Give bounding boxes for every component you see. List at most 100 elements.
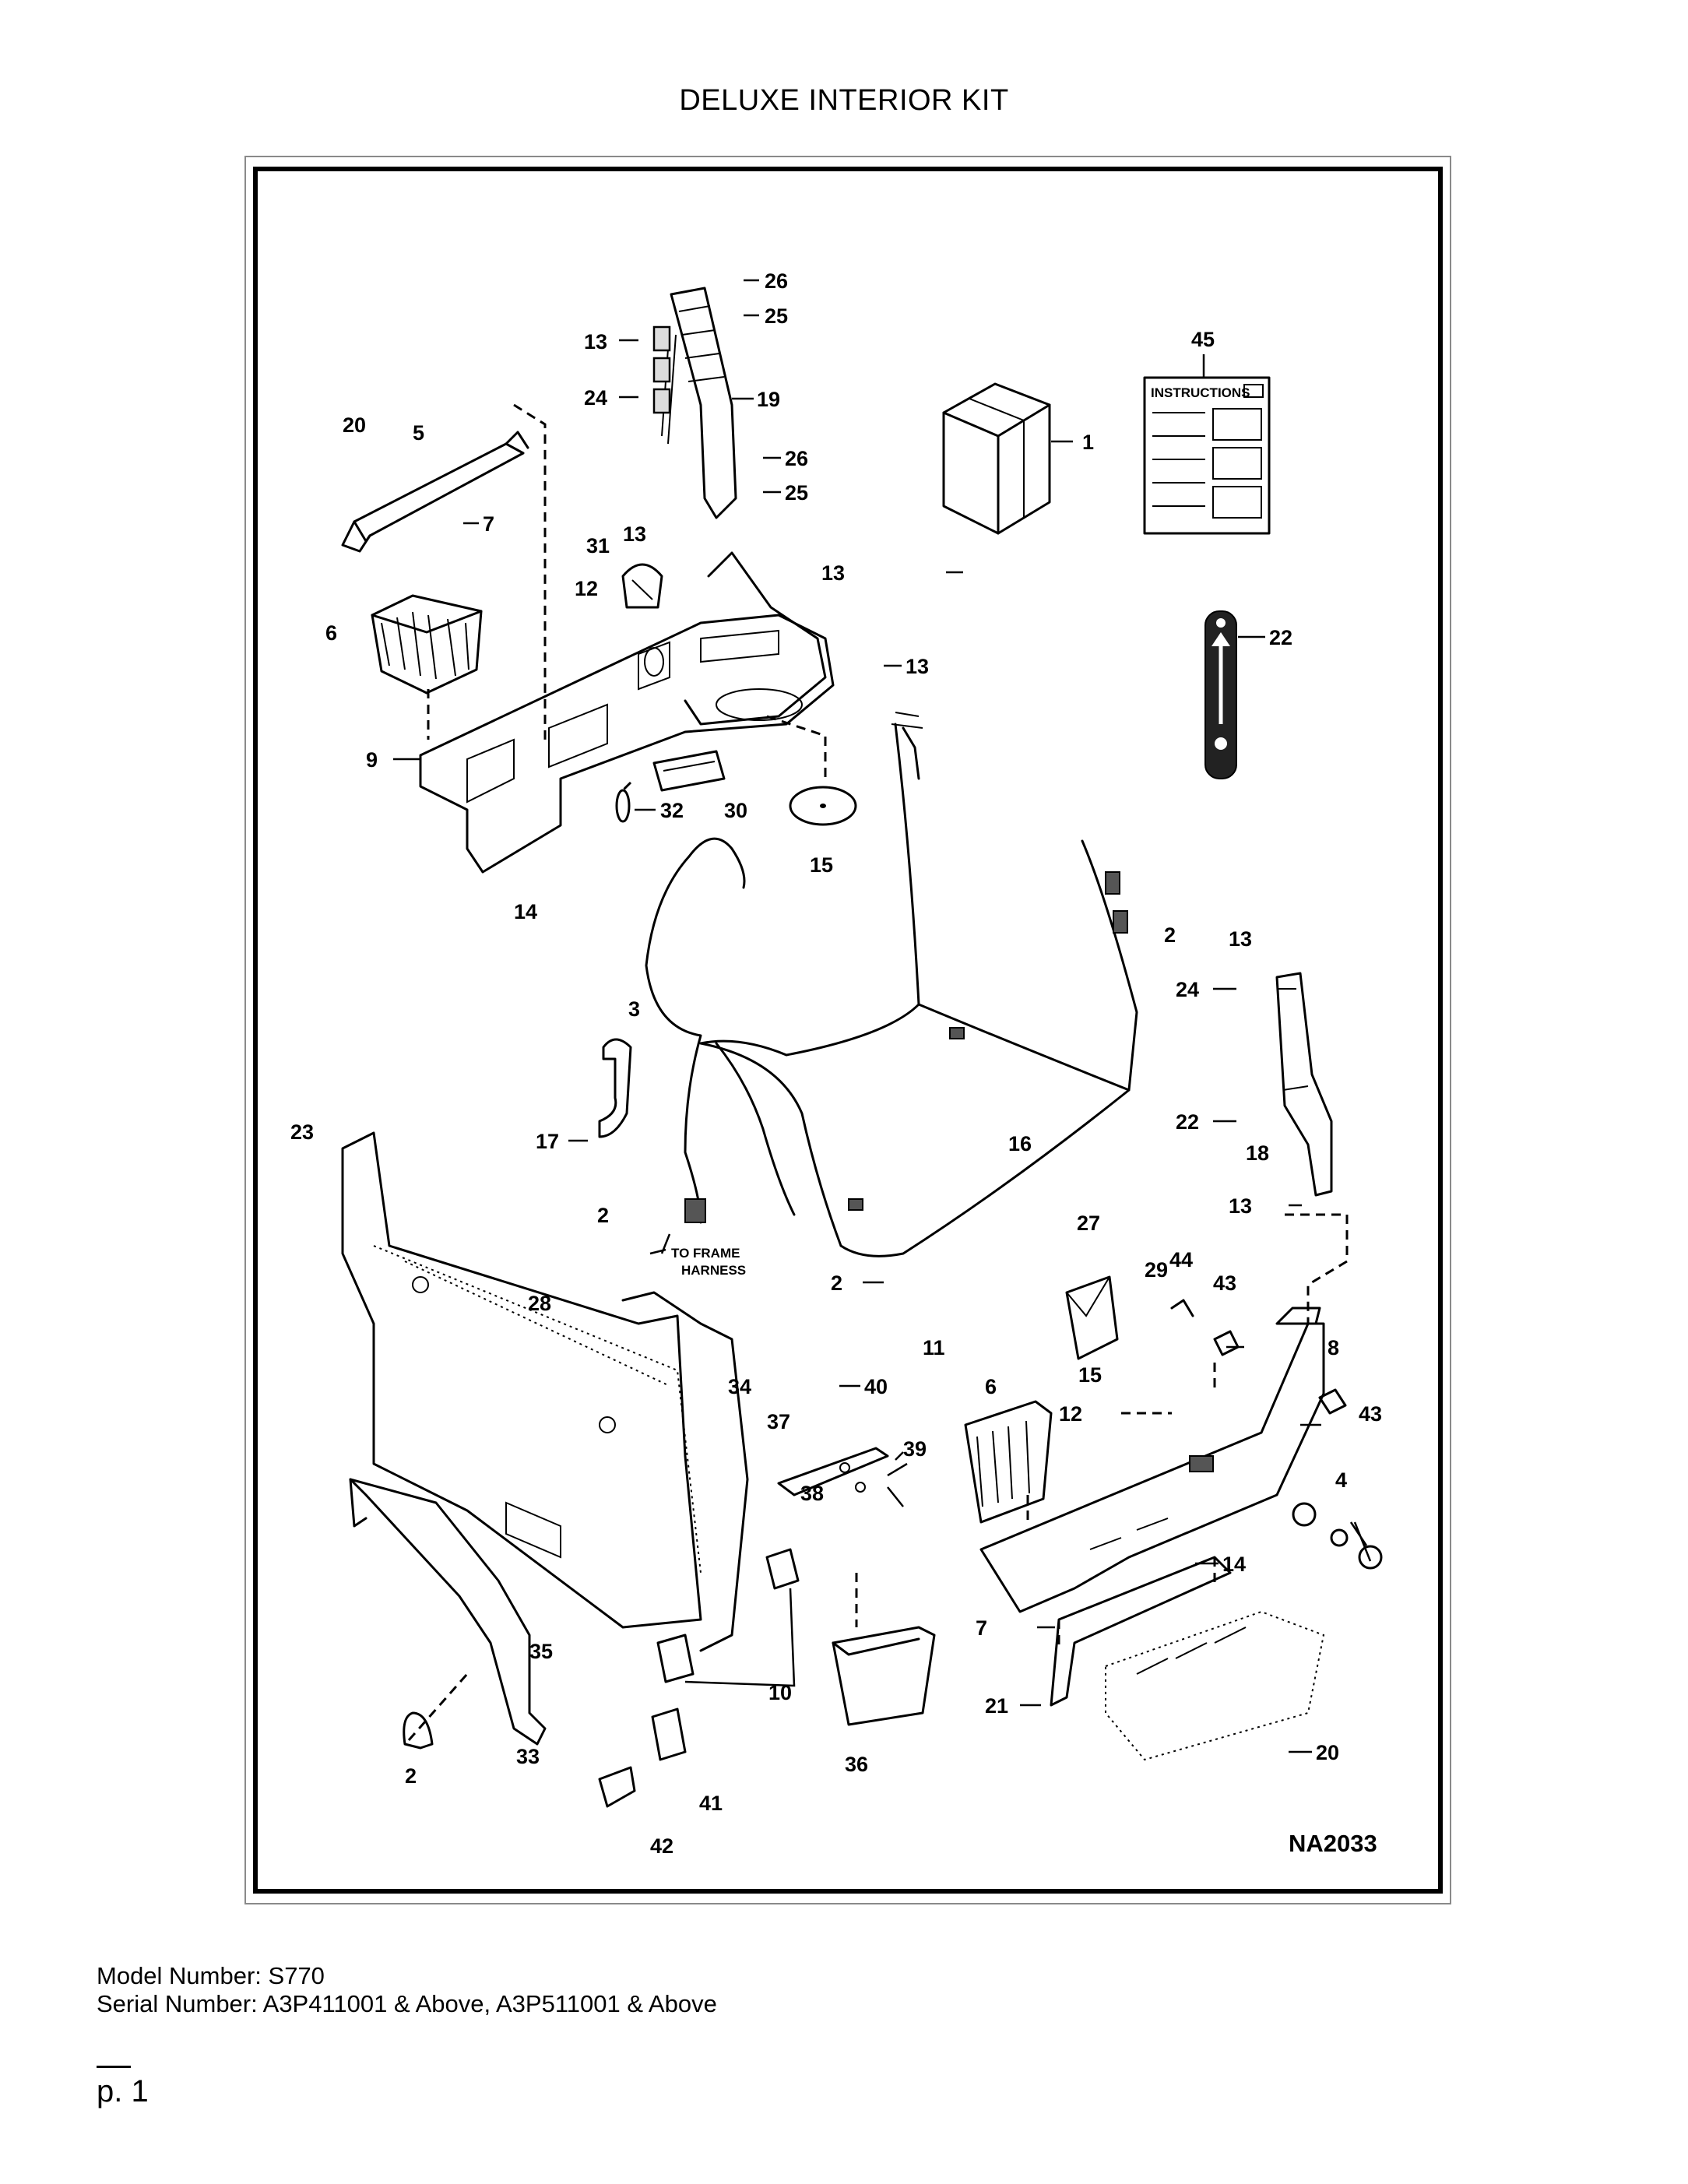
callout: 15 [810,853,833,877]
callout: 5 [413,421,424,445]
page-number-rule [97,2066,131,2068]
part-27-cupholder [1065,1275,1119,1360]
callout: 34 [728,1375,751,1398]
model-number: Model Number: S770 [97,1962,325,1989]
callout: 38 [800,1482,824,1505]
callout: 33 [516,1745,540,1768]
callout: 45 [1191,328,1215,351]
part-17-duct [598,1038,632,1138]
callout: 19 [757,388,780,411]
part-16-wire-harness [645,712,1138,1257]
callout: 20 [1316,1741,1339,1764]
part-1-box [942,382,1051,535]
callout: 12 [575,577,598,600]
page-number: p. 1 [97,2074,149,2108]
callout: 13 [584,330,607,353]
harness-note-line1: TO FRAME [671,1246,740,1261]
callout: 2 [597,1204,609,1227]
callout: 7 [976,1616,987,1640]
page-title: DELUXE INTERIOR KIT [679,84,1009,117]
callout: 18 [1246,1141,1269,1165]
callout: 20 [343,413,366,437]
callout: 29 [1145,1258,1168,1282]
callout: 13 [906,655,929,678]
callout-labels: 26 25 13 24 19 26 25 45 1 20 5 7 31 13 1… [290,269,1382,1858]
callout: 6 [325,621,337,645]
callout: 43 [1213,1271,1236,1295]
callout: 8 [1328,1336,1339,1359]
callout: 13 [1229,1194,1252,1218]
leader-lines [393,279,1372,1753]
part-9-console [419,551,835,874]
part-30-grille [652,750,726,792]
callout: 16 [1008,1132,1032,1155]
part-2-clamp-lower [403,1711,434,1750]
part-6-bin-right [964,1400,1053,1524]
small-hardware [1170,1299,1383,1570]
part-45-instructions-sheet: INSTRUCTIONS [1143,376,1271,535]
diagram-reference-code: NA2033 [1289,1830,1377,1857]
callout: 7 [483,512,494,536]
callout: 11 [923,1336,945,1359]
callout: 40 [864,1375,888,1398]
serial-number: Serial Number: A3P411001 & Above, A3P511… [97,1990,717,2017]
callout: 30 [724,799,747,822]
callout: 25 [785,481,808,505]
callout: 6 [985,1375,997,1398]
callout: 12 [1059,1402,1082,1426]
callout: 36 [845,1753,868,1776]
callout: 2 [405,1764,417,1788]
callout: 13 [623,522,646,546]
callout: 15 [1078,1363,1102,1387]
callout: 44 [1169,1248,1193,1271]
callout: 26 [785,447,808,470]
callout: 26 [765,269,788,293]
callout: 17 [536,1130,559,1153]
callout: 2 [831,1271,842,1295]
callout: 39 [903,1437,927,1461]
part-37-bracket [777,1447,889,1496]
callout: 4 [1335,1468,1347,1492]
callout: 13 [821,561,845,585]
callout: 31 [586,534,610,557]
instructions-label: INSTRUCTIONS [1151,385,1250,400]
callout: 23 [290,1120,314,1144]
callout: 21 [985,1694,1008,1718]
part-36-bin-lower [832,1626,936,1726]
dashed-connectors [407,403,1349,1741]
callout: 13 [1229,927,1252,951]
callout: 14 [514,900,537,923]
callout: 28 [528,1292,551,1315]
callout: 10 [768,1681,792,1704]
callout: 37 [767,1410,790,1433]
part-10-plates [656,1548,800,1683]
part-31-vent [621,563,663,609]
large-rear-panel [341,1131,749,1652]
harness-note-line2: HARNESS [681,1263,746,1278]
callout: 27 [1077,1212,1100,1235]
part-6-bin-upper [371,594,483,695]
callout: 24 [1176,978,1199,1001]
part-32-clip [615,789,631,823]
diagram-outer-frame [244,156,1451,1904]
callout: 32 [660,799,684,822]
part-8-lower-console [979,1307,1325,1613]
callout: 1 [1082,431,1094,454]
callout: 25 [765,304,788,328]
part-5-bracket [341,431,529,553]
callout: 43 [1359,1402,1382,1426]
harness-note: TO FRAME HARNESS [649,1233,746,1278]
part-33-frame-bar [349,1478,547,1746]
callout: 22 [1269,626,1292,649]
callout: 2 [1164,923,1176,947]
callout: 14 [1222,1553,1246,1576]
callout: 24 [584,386,607,410]
part-21-tray [1050,1556,1325,1761]
part-22-decal [1204,610,1237,779]
callout: 3 [628,997,640,1021]
callout: 42 [650,1834,673,1858]
part-19-pillar-bracket [652,287,737,519]
callout: 41 [699,1792,723,1815]
diagram-inner-frame [253,167,1443,1894]
